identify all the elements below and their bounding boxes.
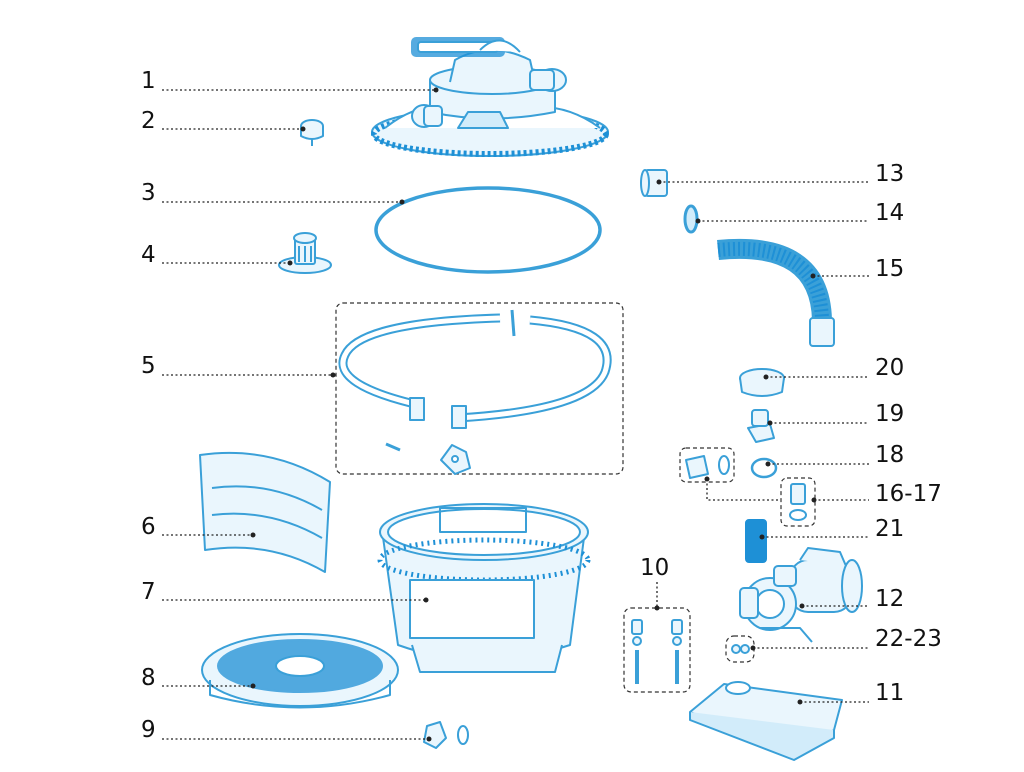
callout-label-11: 11 (875, 680, 905, 706)
callout-label-7: 7 (141, 579, 156, 605)
pump-part (739, 547, 863, 643)
callout-label-9: 9 (141, 717, 156, 743)
valve-connector-part (747, 409, 775, 443)
o-ring-part (750, 457, 778, 479)
hose-part (717, 238, 835, 347)
callout-label-8: 8 (141, 665, 156, 691)
filter-basket-part (199, 451, 331, 573)
hose-adaptor-part (640, 169, 668, 197)
tank-base-part (201, 633, 399, 709)
bolt-set-box (623, 607, 691, 693)
leader-dots (250, 87, 817, 742)
callout-label-2: 2 (141, 108, 156, 134)
callout-label-16-17: 16-17 (875, 481, 942, 507)
air-release-part (278, 232, 332, 274)
pump-base-part (689, 681, 843, 761)
callout-label-22-23: 22-23 (875, 626, 942, 652)
small-parts-part (731, 644, 750, 654)
fitting-part (685, 455, 807, 521)
bolt-set-part (631, 619, 683, 684)
drain-plug-part (423, 721, 469, 749)
callout-label-10: 10 (640, 555, 670, 581)
callout-label-6: 6 (141, 514, 156, 540)
callout-label-1: 1 (141, 68, 156, 94)
tank-o-ring-part (374, 186, 602, 274)
callout-label-18: 18 (875, 442, 905, 468)
clamp-bolt-part (385, 442, 471, 475)
pressure-gauge-part (300, 119, 324, 146)
callout-label-19: 19 (875, 401, 905, 427)
callout-label-21: 21 (875, 516, 905, 542)
strainer-lid-part (739, 368, 785, 397)
valve-lid-part (371, 37, 609, 157)
callout-label-5: 5 (141, 353, 156, 379)
callout-label-14: 14 (875, 200, 905, 226)
callout-label-3: 3 (141, 180, 156, 206)
callout-label-13: 13 (875, 161, 905, 187)
clamp-kit-box (335, 302, 624, 475)
callout-label-15: 15 (875, 256, 905, 282)
leader-lines (162, 89, 869, 740)
cartridge-part (745, 519, 767, 563)
callout-label-20: 20 (875, 355, 905, 381)
clamp-ring-part (338, 309, 612, 429)
fitting-box-left (679, 447, 735, 483)
filter-tank-part (377, 503, 591, 673)
hose-clamp-part (683, 204, 699, 234)
callout-label-12: 12 (875, 586, 905, 612)
callout-label-4: 4 (141, 242, 156, 268)
